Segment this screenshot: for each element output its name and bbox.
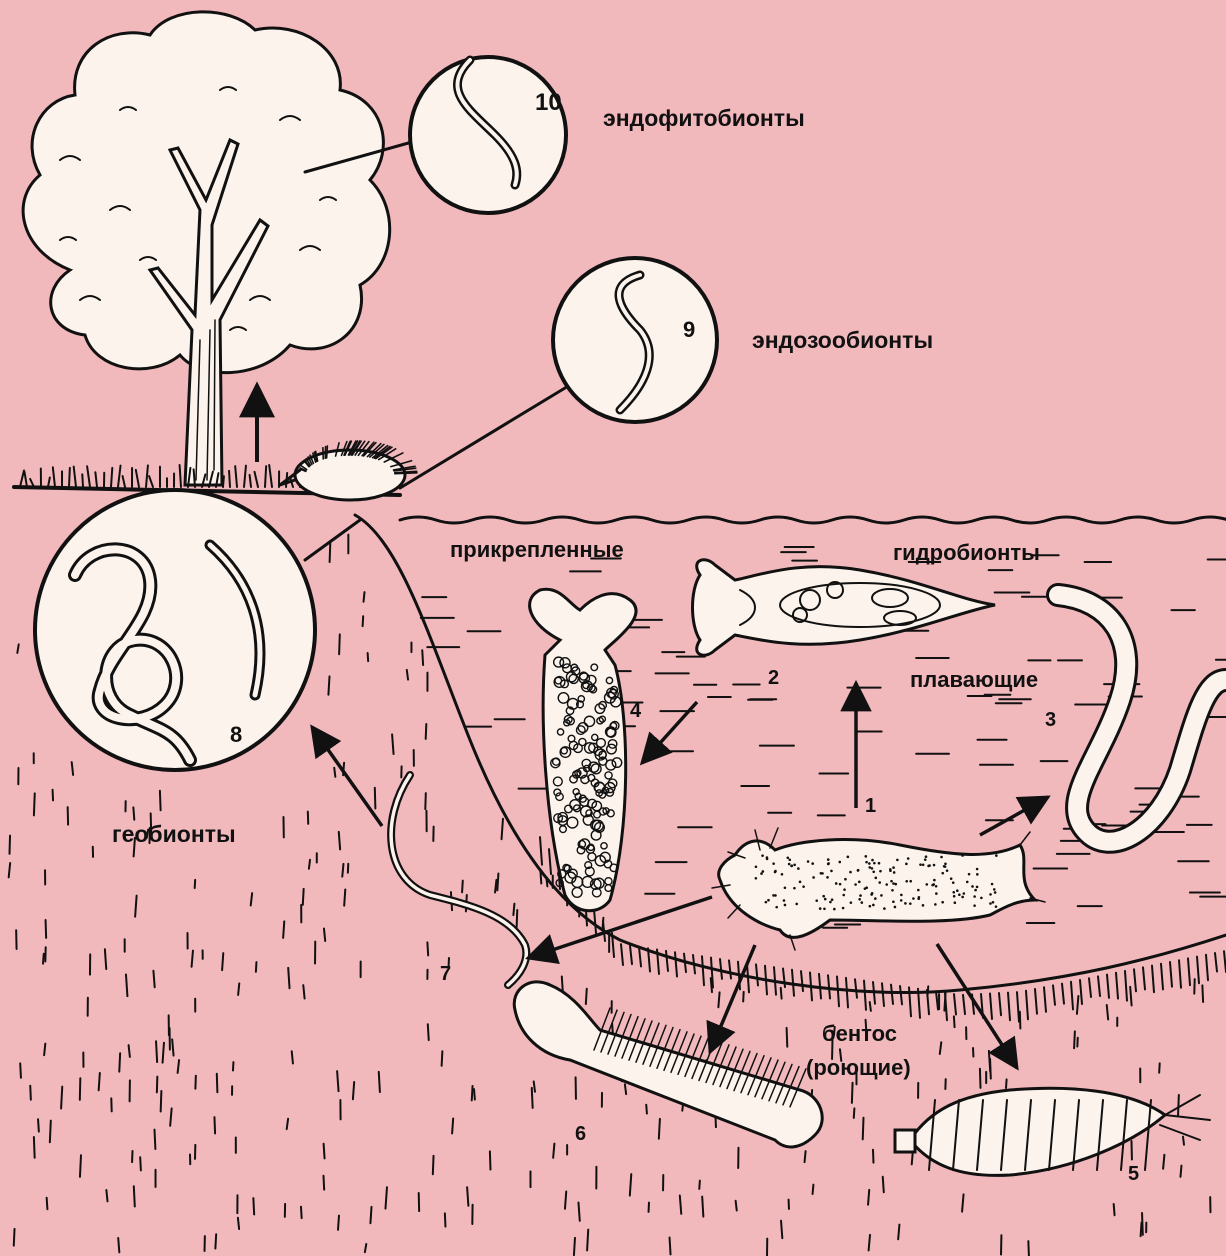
number-10: 10 xyxy=(535,89,562,116)
organism-6: 6 xyxy=(514,982,822,1147)
label-benthos-burrowing: (роющие) xyxy=(806,1055,911,1080)
organism-5: 5 xyxy=(895,1088,1210,1185)
number-8: 8 xyxy=(230,722,242,747)
organism-7: 7 xyxy=(391,775,526,985)
circle-endozoobiont-9: 9 xyxy=(553,258,717,422)
number-3: 3 xyxy=(1045,709,1056,731)
circle-geobiont-8: 8 xyxy=(35,490,315,770)
label-hydrobionts: гидробионты xyxy=(893,540,1040,565)
label-swimming: плавающие xyxy=(910,667,1038,692)
arrow-to-geobionts xyxy=(312,727,382,826)
label-attached: прикрепленные xyxy=(450,537,624,562)
water-surface xyxy=(400,517,1226,523)
organism-3: 3 xyxy=(1045,595,1226,842)
organism-4: 4 xyxy=(530,589,642,910)
number-7: 7 xyxy=(440,963,451,985)
number-4: 4 xyxy=(630,700,642,722)
number-1: 1 xyxy=(865,795,876,817)
tree xyxy=(23,12,390,485)
label-geobionts: геобионты xyxy=(112,821,236,847)
organism-1: 1 xyxy=(712,795,1045,950)
arrow-to-3 xyxy=(980,797,1048,835)
label-benthos: бентос xyxy=(822,1021,897,1046)
number-2: 2 xyxy=(768,667,779,689)
number-9: 9 xyxy=(683,317,695,342)
circle-endophytobiont-10: 10 xyxy=(410,57,566,213)
number-6: 6 xyxy=(575,1123,586,1145)
label-endophytobionts: эндофитобионты xyxy=(603,105,805,131)
label-endozoobionts: эндозообионты xyxy=(752,327,933,353)
number-5: 5 xyxy=(1128,1163,1139,1185)
